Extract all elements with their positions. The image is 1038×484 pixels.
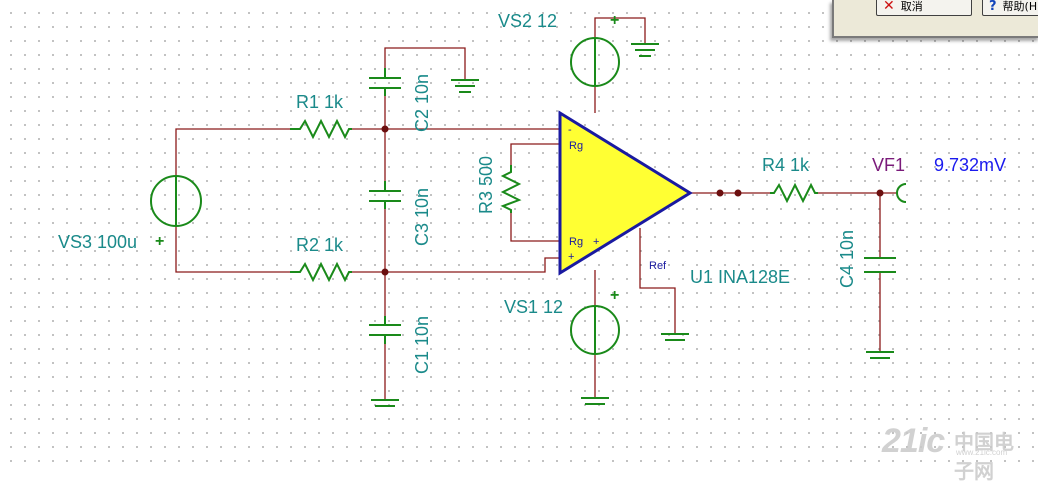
c4-label: C4 10n: [837, 230, 857, 288]
cancel-button-label: 取消: [900, 0, 923, 13]
r4-resistor-symbol: [770, 182, 818, 204]
vs3-polarity-mark: +: [155, 233, 164, 250]
junction-dot: [876, 189, 884, 197]
pin-ref-label: Ref: [649, 260, 667, 272]
r1-resistor-symbol: [290, 118, 352, 140]
c3-label: C3 10n: [412, 188, 432, 246]
junction-dot: [381, 125, 389, 133]
vs3-label: VS3 100u: [58, 232, 137, 252]
watermark-brand: 21ic: [882, 422, 945, 460]
pin-plus-label: +: [568, 251, 574, 263]
vs2-label: VS2 12: [498, 11, 557, 31]
schematic-canvas[interactable]: - Rg Rg + + Ref + + VS2 12 VS1 12 VS3 10…: [0, 0, 1038, 471]
watermark-logo: 21ic 中国电子网 www.21ic.com: [882, 418, 1032, 483]
help-question-icon: ?: [989, 0, 997, 14]
c2-label: C2 10n: [412, 74, 432, 132]
dialog-window-partial: ✕ 取消 ? 帮助(H: [832, 0, 1038, 38]
junction-dot: [716, 189, 724, 197]
probe-vf1-value: 9.732mV: [934, 155, 1006, 175]
wire-r3-top: [510, 143, 560, 165]
pin-rg-bottom-label: Rg: [569, 236, 583, 248]
watermark-url: www.21ic.com: [956, 448, 1008, 457]
wires: [175, 17, 898, 400]
u1-label: U1 INA128E: [690, 267, 790, 287]
wire-r2-out: [352, 257, 560, 273]
r2-resistor-symbol: [290, 261, 352, 283]
r1-label: R1 1k: [296, 92, 344, 112]
pin-rg-top-label: Rg: [569, 140, 583, 152]
wire-c2-high: [384, 47, 466, 80]
vs1-polarity-mark: +: [610, 287, 619, 304]
r3-label: R3 500: [476, 156, 496, 214]
vs1-label: VS1 12: [504, 297, 563, 317]
close-x-icon: ✕: [883, 0, 895, 14]
probe-vf1-symbol: [896, 183, 907, 203]
components: [150, 37, 907, 407]
schematic-svg: - Rg Rg + + Ref + + VS2 12 VS1 12 VS3 10…: [58, 11, 1006, 407]
r4-label: R4 1k: [762, 155, 810, 175]
op-amp-u1-symbol: [558, 110, 693, 276]
help-button[interactable]: ? 帮助(H: [982, 0, 1038, 16]
junction-dot: [734, 189, 742, 197]
pin-rg-bottom-plus-label: +: [593, 236, 599, 248]
wire-vs3-top: [175, 128, 290, 180]
junctions: [381, 125, 884, 276]
junction-dot: [381, 268, 389, 276]
pin-minus-label: -: [568, 124, 572, 136]
r2-label: R2 1k: [296, 235, 344, 255]
c1-label: C1 10n: [412, 316, 432, 374]
probe-vf1-label: VF1: [872, 155, 905, 175]
wire-ref: [639, 228, 676, 334]
cancel-button[interactable]: ✕ 取消: [876, 0, 972, 16]
wire-vs3-bottom: [175, 222, 290, 273]
wire-vs2-top: [594, 17, 646, 44]
help-button-label: 帮助(H: [1002, 0, 1038, 13]
ground-symbols: [371, 43, 894, 407]
wire-r3-bottom: [510, 213, 560, 242]
vs2-polarity-mark: +: [610, 12, 619, 29]
r3-resistor-symbol: [500, 165, 522, 213]
